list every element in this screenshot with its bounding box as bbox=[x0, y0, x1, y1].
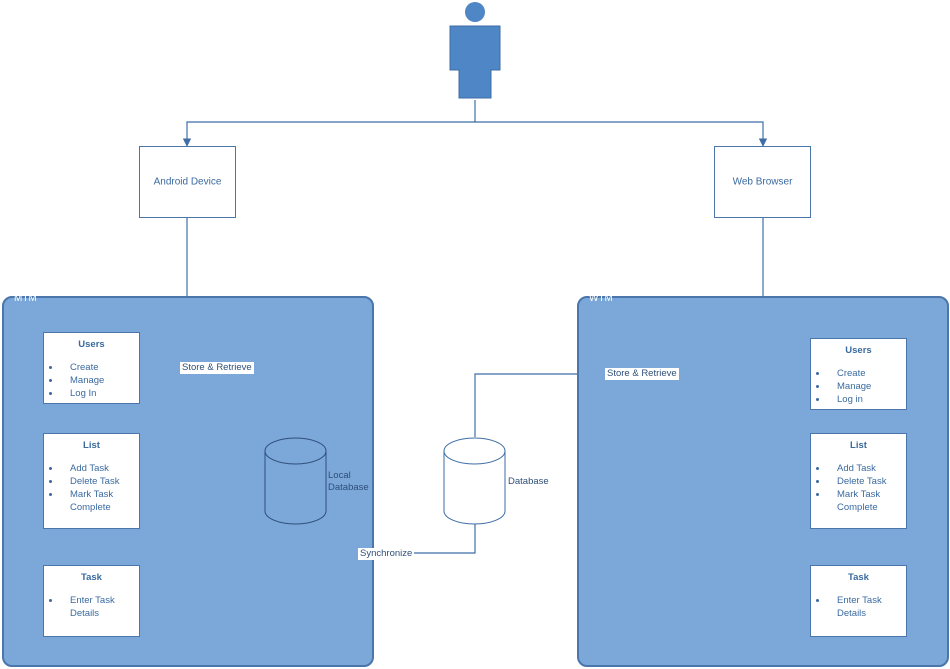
list-item: Mark Task Complete bbox=[811, 488, 906, 514]
android-device-node: Android Device bbox=[139, 146, 236, 218]
list-item: Enter Task Details bbox=[811, 594, 906, 620]
local-database-cylinder bbox=[264, 437, 327, 525]
database-cylinder bbox=[443, 437, 506, 525]
list-item: Log In bbox=[44, 387, 139, 400]
wtm-users-card: Users Create Manage Log in bbox=[810, 338, 907, 410]
mtm-task-title: Task bbox=[81, 572, 102, 583]
list-item: Add Task bbox=[44, 462, 139, 475]
synchronize-label: Synchronize bbox=[358, 548, 415, 560]
mtm-list-title: List bbox=[83, 440, 100, 451]
mtm-list-card: List Add Task Delete Task Mark Task Comp… bbox=[43, 433, 140, 529]
web-browser-node: Web Browser bbox=[714, 146, 811, 218]
wtm-panel-title: WTM bbox=[589, 293, 613, 304]
wtm-list-card: List Add Task Delete Task Mark Task Comp… bbox=[810, 433, 907, 529]
list-item: Enter Task Details bbox=[44, 594, 139, 620]
list-item: Add Task bbox=[811, 462, 906, 475]
mtm-task-card: Task Enter Task Details bbox=[43, 565, 140, 637]
list-item: Create bbox=[44, 361, 139, 374]
mtm-panel-title: MTM bbox=[14, 293, 37, 304]
list-item: Delete Task bbox=[44, 475, 139, 488]
list-item: Log in bbox=[811, 393, 906, 406]
wtm-task-card: Task Enter Task Details bbox=[810, 565, 907, 637]
wtm-users-title: Users bbox=[845, 345, 872, 356]
web-browser-label: Web Browser bbox=[732, 176, 793, 188]
wtm-store-retrieve-label: Store & Retrieve bbox=[605, 368, 679, 380]
mtm-users-card: Users Create Manage Log In bbox=[43, 332, 140, 404]
android-device-label: Android Device bbox=[153, 176, 222, 188]
list-item: Delete Task bbox=[811, 475, 906, 488]
person-icon bbox=[449, 2, 501, 99]
wtm-list-title: List bbox=[850, 440, 867, 451]
database-label: Database bbox=[508, 476, 549, 487]
list-item: Create bbox=[811, 367, 906, 380]
mtm-users-title: Users bbox=[78, 339, 105, 350]
list-item: Manage bbox=[811, 380, 906, 393]
actor-to-web-connector bbox=[475, 121, 768, 147]
list-item: Mark Task Complete bbox=[44, 488, 139, 514]
list-item: Manage bbox=[44, 374, 139, 387]
actor-to-devices-connector bbox=[182, 100, 476, 147]
wtm-task-title: Task bbox=[848, 572, 869, 583]
local-database-label: Local Database bbox=[328, 470, 369, 493]
mtm-store-retrieve-label: Store & Retrieve bbox=[180, 362, 254, 374]
